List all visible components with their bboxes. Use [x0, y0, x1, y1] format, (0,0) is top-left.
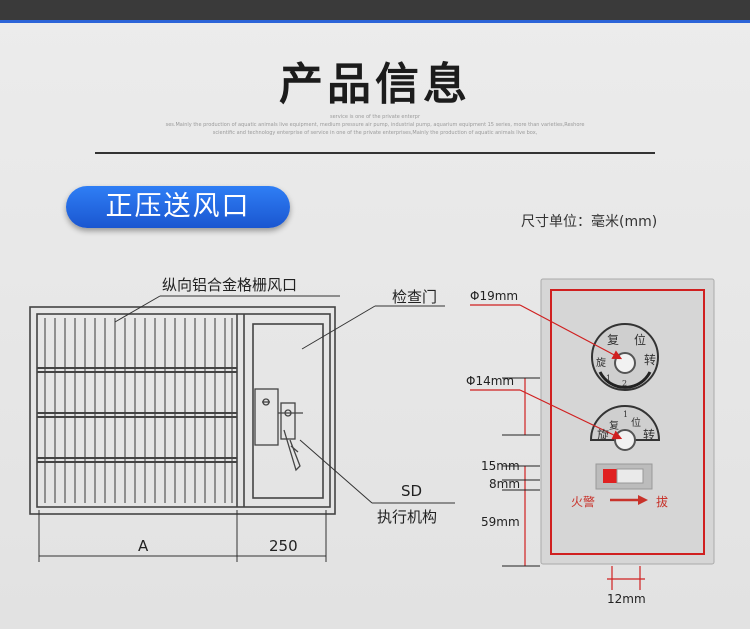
- dim-12mm: 12mm: [607, 592, 646, 606]
- actuator-mechanism: [254, 388, 303, 472]
- knob2-reset-right: 位: [631, 418, 641, 429]
- dimension-250-label: 250: [269, 537, 298, 555]
- leader-lines: [114, 295, 455, 504]
- dimension-a-label: A: [138, 537, 149, 555]
- knob1-rotate-right: 转: [644, 353, 657, 367]
- knob1-reset-right: 位: [634, 333, 647, 347]
- subtext-line-3: scientific and technology enterprise of …: [212, 130, 538, 136]
- actuator-label-code: SD: [401, 482, 423, 500]
- panel-dimensions: [470, 304, 645, 590]
- bottom-dimensions: [38, 510, 327, 562]
- knob2-rotate-left: 旋: [597, 428, 610, 442]
- actuator-label: 执行机构: [377, 508, 438, 526]
- control-panel: [540, 278, 715, 565]
- grille-crossbars: [37, 367, 237, 463]
- subtext-line-1: service is one of the private enterpr: [329, 114, 420, 120]
- dim-phi19: Φ19mm: [470, 289, 519, 303]
- grille-frame: [29, 306, 336, 515]
- title-divider: [95, 152, 655, 154]
- top-bar: [0, 0, 750, 23]
- knob1-rotate-left: 旋: [596, 358, 606, 369]
- panel-dimension-ticks: [502, 377, 540, 567]
- alarm-label-left: 火警: [571, 495, 596, 509]
- alarm-label-right: 拔: [656, 495, 669, 509]
- grille-slats: [44, 318, 233, 503]
- knob2-rotate-right: 转: [643, 428, 656, 442]
- inspection-door-label: 检查门: [392, 288, 438, 306]
- dim-8mm: 8mm: [489, 477, 521, 491]
- subtext-line-2: ses.Mainly the production of aquatic ani…: [165, 122, 585, 128]
- knob2-reset-left: 复: [609, 421, 619, 432]
- dim-59mm: 59mm: [481, 515, 520, 529]
- page-title: 产品信息: [279, 59, 471, 110]
- knob2-num1: 1: [623, 410, 629, 419]
- unit-note: 尺寸单位：毫米(mm): [521, 214, 658, 230]
- section-badge: 正压送风口: [66, 186, 290, 228]
- dim-15mm: 15mm: [481, 459, 520, 473]
- grille-label: 纵向铝合金格栅风口: [162, 276, 298, 294]
- dim-phi14: Φ14mm: [466, 374, 515, 388]
- knob1-num1: 1: [606, 374, 612, 383]
- knob1-num2: 2: [622, 379, 628, 388]
- knob1-reset-left: 复: [607, 333, 620, 347]
